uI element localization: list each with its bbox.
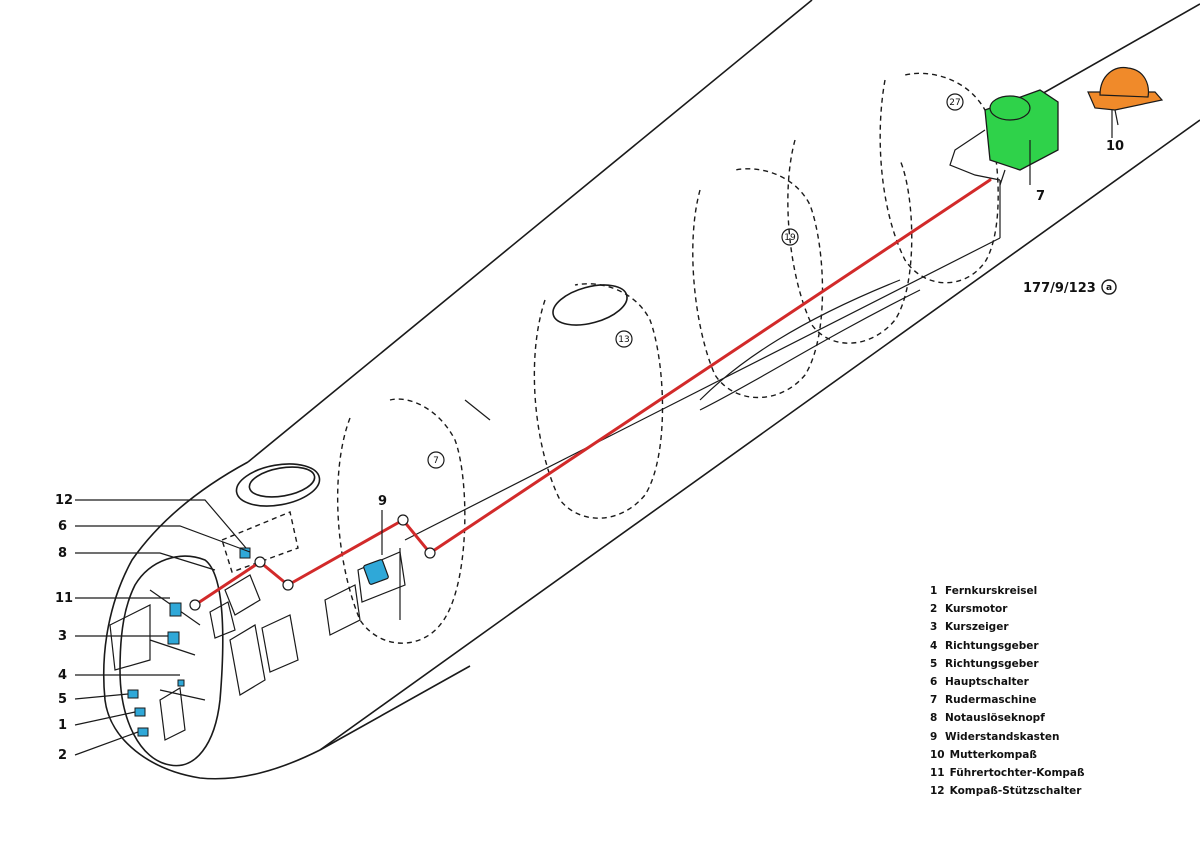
top-hatch [221, 463, 321, 573]
callout-7: 7 [1036, 189, 1045, 204]
callout-4: 4 [58, 668, 67, 683]
master-compass [1087, 66, 1164, 126]
callout-3: 3 [58, 629, 67, 644]
cockpit-instruments [127, 547, 251, 737]
callout-6: 6 [58, 519, 67, 534]
floor-structure [399, 180, 1001, 620]
callout-2: 2 [58, 748, 67, 763]
rudder-servo [949, 89, 1059, 186]
leader-lines [74, 110, 1113, 756]
callout-11: 11 [55, 591, 73, 606]
reference-code: 177/9/123 a [1023, 279, 1117, 296]
callout-5: 5 [58, 692, 67, 707]
frame-label-7: 7 [433, 456, 439, 466]
callout-12: 12 [55, 493, 73, 508]
side-windows [324, 584, 361, 636]
reference-mark: a [1106, 283, 1112, 293]
frame-7: 7 [336, 398, 466, 644]
reference-code-text: 177/9/123 [1023, 281, 1096, 296]
resistance-box [357, 551, 406, 603]
cockpit-frame [109, 555, 299, 767]
frame-27: 27 [879, 72, 999, 284]
reference-mark-circle [1101, 279, 1117, 295]
frame-label-13: 13 [618, 335, 629, 345]
frame-19: 19 [692, 139, 913, 399]
frame-label-27: 27 [949, 98, 960, 108]
callout-1: 1 [58, 718, 67, 733]
frame-label-19: 19 [784, 233, 796, 243]
control-cable [189, 178, 992, 611]
callout-8: 8 [58, 546, 67, 561]
frame-13: 13 [533, 283, 664, 519]
callout-9: 9 [378, 494, 387, 509]
callout-10: 10 [1106, 139, 1124, 154]
